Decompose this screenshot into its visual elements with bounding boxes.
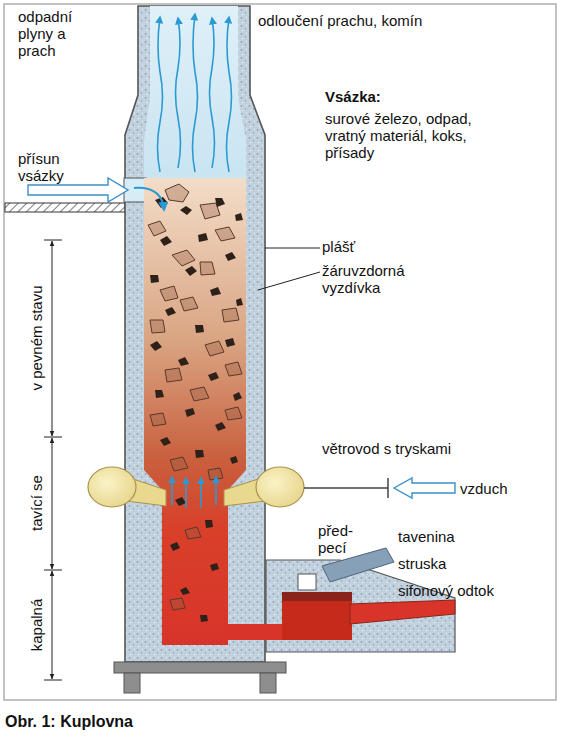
melt-channel: [226, 624, 286, 640]
wind-box: [88, 467, 136, 507]
dimension-line: [52, 571, 53, 679]
dimension-tick: [44, 240, 62, 241]
wind-box: [256, 467, 304, 507]
slag-layer: [282, 592, 352, 601]
dimension-tick: [44, 570, 62, 571]
air-pipe-flange: [387, 478, 389, 498]
zone-dimension: [44, 240, 62, 680]
melt-pool: [282, 592, 352, 640]
gas-arrow: [193, 14, 198, 172]
part-label: odloučení prachu, komín: [258, 12, 422, 29]
stand-leg: [124, 673, 140, 693]
zone-label: tavící se: [28, 475, 45, 531]
gas-arrows: [158, 14, 232, 172]
air-pipe: [304, 487, 388, 489]
part-label: žáruvzdorná vyzdívka: [322, 262, 432, 296]
part-label: tavenina: [398, 528, 455, 545]
siphon-outlet: [350, 600, 455, 624]
blast-arrow: [171, 477, 173, 505]
gas-arrow: [210, 18, 215, 168]
dimension-tick: [44, 437, 62, 438]
charging-platform: [5, 203, 125, 212]
refractory-lining: [125, 6, 265, 662]
part-label: vzduch: [460, 480, 508, 497]
zone-label: kapalná: [28, 599, 45, 652]
blast-arrow: [185, 478, 187, 508]
slag-hole: [298, 574, 316, 590]
part-label: struska: [398, 555, 446, 572]
air-arrow: [394, 478, 455, 498]
frame: [4, 4, 556, 700]
blast-arrow: [200, 478, 202, 508]
part-label: sifonový odtok: [398, 582, 494, 599]
dimension-line: [52, 438, 53, 569]
leader-line: [258, 272, 320, 290]
charge-column: [144, 178, 246, 645]
figure-caption: Obr. 1: Kuplovna: [5, 712, 133, 731]
blast-arrows: [172, 477, 216, 508]
part-label: přísun vsázky: [18, 150, 108, 184]
part-label: plášť: [322, 238, 355, 255]
gas-arrow: [158, 17, 163, 172]
part-label: větrovod s tryskami: [322, 440, 451, 457]
gas-arrow: [176, 18, 181, 168]
gas-arrow: [227, 17, 232, 172]
stand-leg: [260, 673, 276, 693]
blast-arrow: [215, 477, 217, 505]
dimension-tick: [44, 680, 62, 681]
forehearth-body: [266, 560, 455, 652]
charge-list: surové železo, odpad, vratný materiál, k…: [325, 110, 500, 161]
stand-top: [114, 662, 286, 673]
zone-label: v pevném stavu: [28, 285, 45, 390]
charge-feed-arrow: [134, 188, 164, 210]
gas-space: [144, 6, 246, 180]
part-label: odpadní plyny a prach: [18, 8, 98, 59]
part-label: před-pecí: [318, 522, 362, 556]
coke-pieces: [150, 197, 243, 622]
support-stand: [114, 662, 286, 693]
leader-line: [265, 248, 320, 249]
list-heading: Vsázka:: [325, 88, 381, 105]
dimension-line: [52, 241, 53, 436]
